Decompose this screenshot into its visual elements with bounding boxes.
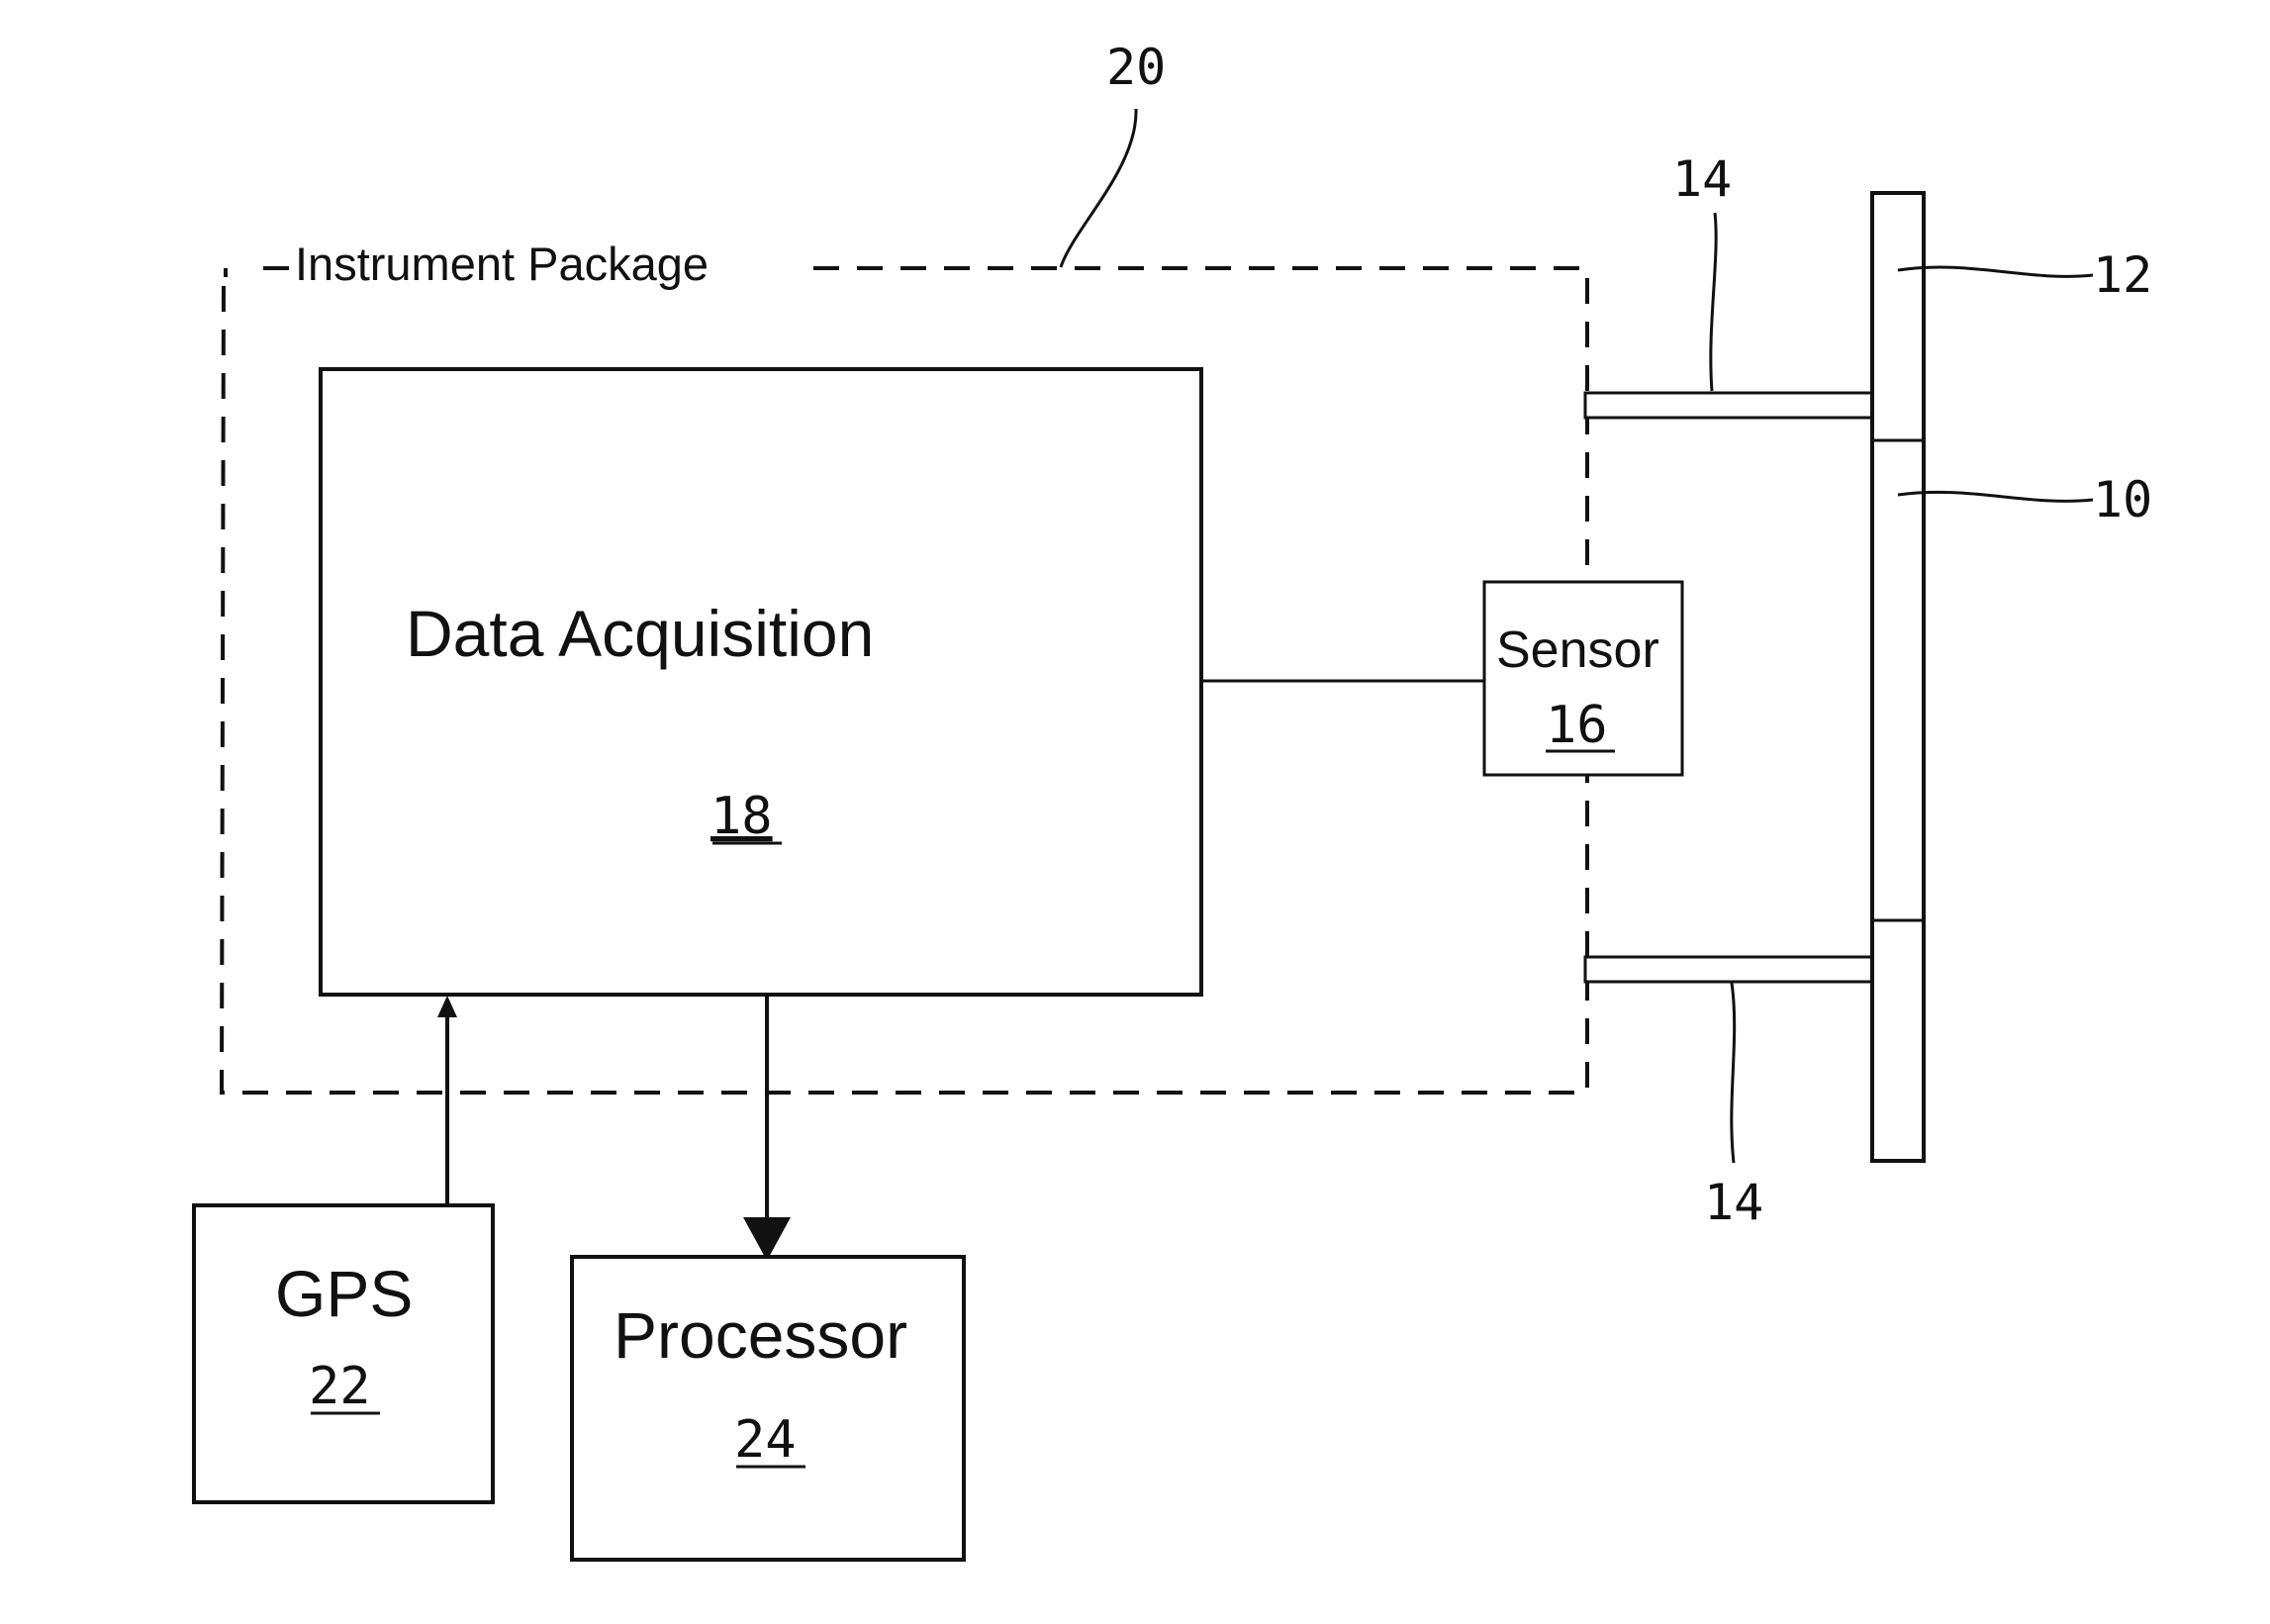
ref-20-label: 20 (1106, 39, 1166, 96)
sensor-ref: 16 (1546, 696, 1608, 755)
lower-mount-arm (1585, 957, 1872, 982)
ref-12-label: 12 (2093, 246, 2152, 304)
lower-mount-leader (1732, 983, 1735, 1163)
data-acquisition-ref: 18 (710, 787, 773, 846)
ref-10-leader (1898, 492, 2093, 501)
data-acquisition-box (321, 369, 1201, 995)
gps-title: GPS (275, 1257, 413, 1330)
ref-12-leader (1898, 267, 2093, 276)
gps-ref: 22 (309, 1357, 371, 1416)
ref-10-label: 10 (2093, 471, 2152, 528)
processor-title: Processor (614, 1298, 907, 1372)
gps-arrowhead (437, 996, 457, 1017)
ref-20-leader (1061, 109, 1136, 267)
structure-bar (1872, 193, 1924, 1161)
lower-mount-ref: 14 (1704, 1174, 1763, 1231)
upper-mount-leader (1711, 213, 1716, 391)
upper-mount-arm (1585, 393, 1872, 418)
processor-arrowhead (743, 1217, 791, 1261)
sensor-title: Sensor (1496, 621, 1659, 679)
instrument-package-label: Instrument Package (295, 238, 709, 290)
gps-box (194, 1205, 493, 1502)
data-acquisition-title: Data Acquisition (406, 597, 874, 670)
upper-mount-ref: 14 (1672, 150, 1732, 208)
processor-ref: 24 (734, 1410, 797, 1470)
